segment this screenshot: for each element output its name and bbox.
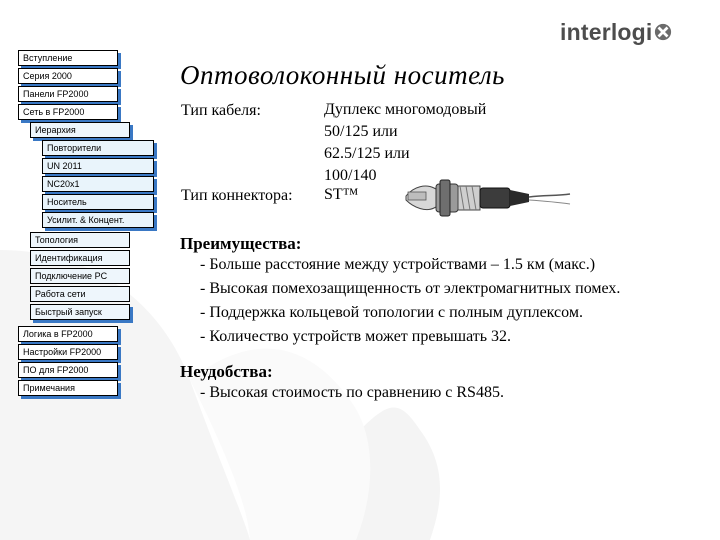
nav-item-amplifiers-hubs[interactable]: Усилит. & Концент. [42, 212, 154, 228]
nav-item-nc20x1[interactable]: NC20x1 [42, 176, 154, 192]
nav-item-pc-connection[interactable]: Подключение PC [30, 268, 130, 284]
nav-item-settings-fp2000[interactable]: Настройки FP2000 [18, 344, 118, 360]
list-item: - Больше расстояние между устройствами –… [200, 256, 596, 273]
disadvantages-list: - Высокая стоимость по сравнению с RS485… [200, 381, 504, 405]
st-connector-image [405, 179, 571, 217]
nav-item-un2011[interactable]: UN 2011 [42, 158, 154, 174]
nav-item-software-fp2000[interactable]: ПО для FP2000 [18, 362, 118, 378]
nav-item-panels-fp2000[interactable]: Панели FP2000 [18, 86, 118, 102]
logo-text: interlogi [560, 18, 653, 45]
nav-item-identification[interactable]: Идентификация [30, 250, 130, 266]
connector-type-label: Тип коннектора: [181, 187, 293, 204]
nav-item-intro[interactable]: Вступление [18, 50, 118, 66]
advantages-heading: Преимущества: [180, 234, 302, 253]
nav-item-medium[interactable]: Носитель [42, 194, 154, 210]
list-item: - Количество устройств может превышать 3… [200, 328, 512, 345]
nav-item-logic-fp2000[interactable]: Логика в FP2000 [18, 326, 118, 342]
interlogix-logo: interlogi [560, 18, 672, 46]
nav-item-repeaters[interactable]: Повторители [42, 140, 154, 156]
advantages-list: - Больше расстояние между устройствами –… [200, 253, 620, 349]
nav-item-notes[interactable]: Примечания [18, 380, 118, 396]
cable-type-values: Дуплекс многомодовый 50/125 или 62.5/125… [324, 99, 486, 187]
nav-item-hierarchy[interactable]: Иерархия [30, 122, 130, 138]
cable-value: 50/125 или [324, 123, 398, 140]
list-item: - Поддержка кольцевой топологии с полным… [200, 304, 583, 321]
page-title: Оптоволоконный носитель [180, 60, 505, 90]
nav-item-topology[interactable]: Топология [30, 232, 130, 248]
x-ball-logo-icon [654, 23, 671, 41]
cable-value: 62.5/125 или [324, 145, 410, 162]
cable-value: Дуплекс многомодовый [324, 101, 487, 118]
nav-item-network-operation[interactable]: Работа сети [30, 286, 130, 302]
nav-item-quick-start[interactable]: Быстрый запуск [30, 304, 130, 320]
disadvantages-heading: Неудобства: [180, 362, 273, 381]
cable-value: 100/140 [324, 167, 377, 184]
list-item: - Высокая помехозащищенность от электром… [200, 280, 621, 297]
nav-item-network-fp2000[interactable]: Сеть в FP2000 [18, 104, 118, 120]
cable-type-label: Тип кабеля: [181, 102, 261, 119]
list-item: - Высокая стоимость по сравнению с RS485… [200, 384, 504, 401]
nav-item-series-2000[interactable]: Серия 2000 [18, 68, 118, 84]
connector-type-value: ST™ [324, 186, 359, 203]
